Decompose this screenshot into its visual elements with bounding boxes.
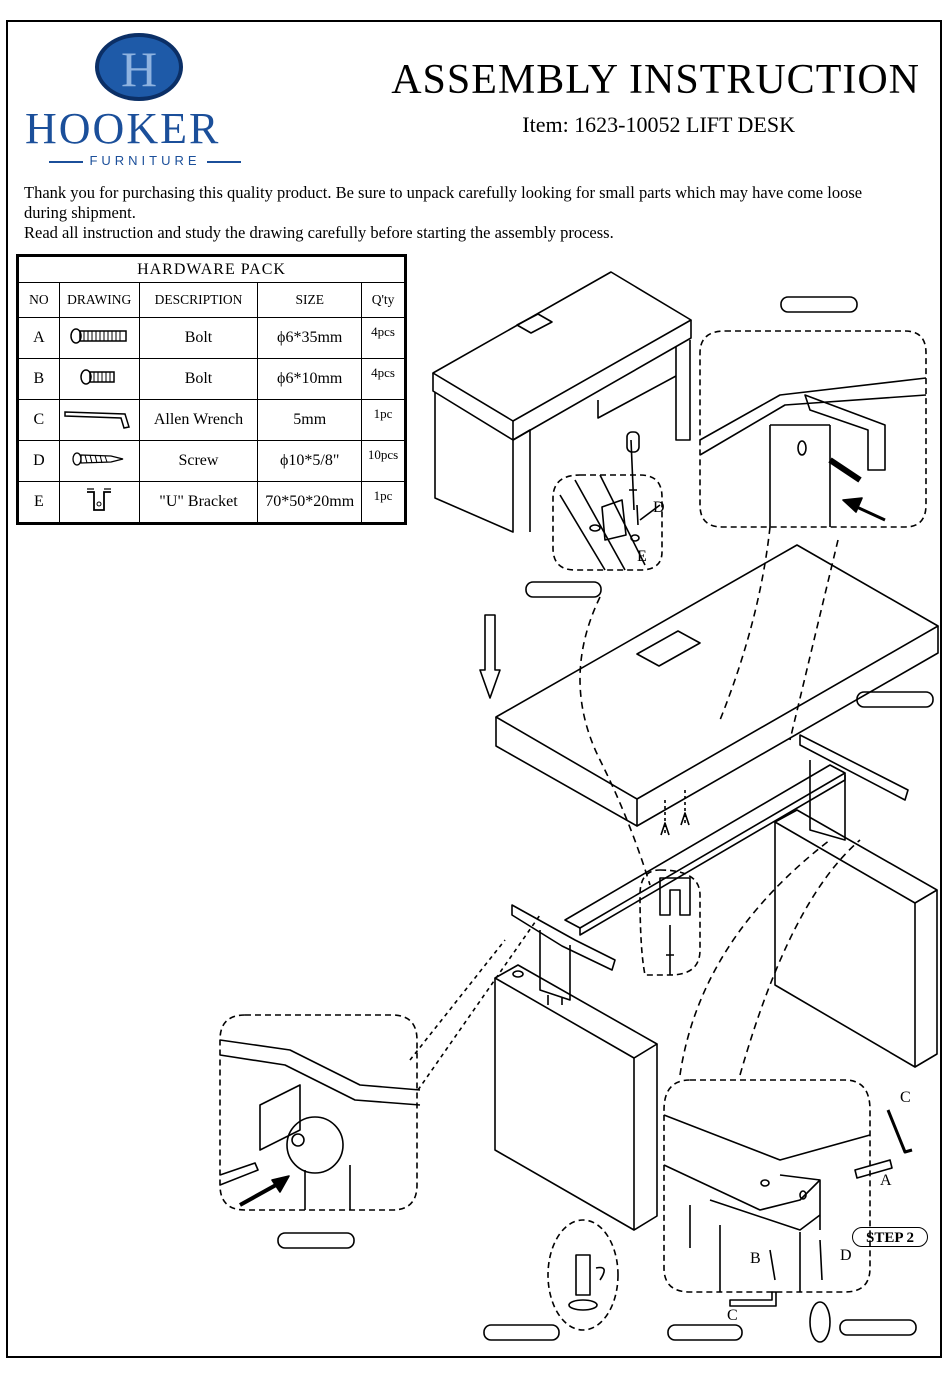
row-size: 70*50*20mm <box>257 481 363 524</box>
callout-d: D <box>653 499 665 516</box>
item-number: Item: 1623-10052 LIFT DESK <box>522 112 795 137</box>
row-no: C <box>17 399 60 441</box>
lift-frame-illustration <box>511 734 909 1005</box>
right-leg-panel <box>774 809 938 1068</box>
callout-c: C <box>900 1089 911 1106</box>
screw-icon <box>58 440 140 482</box>
callout-d: D <box>840 1247 852 1264</box>
table-row: B Bolt ϕ6*10mm 4pcs <box>17 358 406 400</box>
callout-a: A <box>880 1172 892 1189</box>
hooker-furniture-logo: H HOOKER FURNITURE <box>25 33 265 173</box>
row-description: Allen Wrench <box>138 399 259 441</box>
col-description: DESCRIPTION <box>138 282 259 318</box>
callout-e: E <box>637 548 647 565</box>
logo-name: HOOKER <box>25 104 221 153</box>
row-qty: 10pcs <box>361 440 406 482</box>
step-badge: STEP 2 <box>852 1227 928 1247</box>
row-qty: 1pc <box>361 399 406 441</box>
allen-wrench-icon <box>58 399 140 441</box>
desk-top-illustration <box>479 544 939 836</box>
assembled-desk-illustration <box>432 271 692 533</box>
col-drawing: DRAWING <box>58 282 140 318</box>
left-leg-panel <box>494 964 658 1231</box>
bolt-long-icon <box>58 317 140 359</box>
bolt-assembly-detail <box>663 1079 913 1343</box>
intro-paragraph-1: Thank you for purchasing this quality pr… <box>24 183 863 222</box>
row-no: A <box>17 317 60 359</box>
beam-insertion-detail <box>699 330 927 528</box>
page-frame <box>6 20 942 1358</box>
row-size: ϕ10*5/8" <box>257 440 363 482</box>
row-size: ϕ6*35mm <box>257 317 363 359</box>
u-bracket-icon <box>58 481 140 524</box>
callout-b: B <box>750 1250 761 1267</box>
logo-emblem: H <box>95 33 183 101</box>
u-bracket-detail <box>552 431 663 571</box>
middle-bracket-detail <box>639 869 701 976</box>
row-description: Bolt <box>138 358 259 400</box>
table-row: E "U" Bracket 70*50*20mm 1pc <box>17 481 406 524</box>
row-qty: 1pc <box>361 481 406 524</box>
logo-letter: H <box>120 41 158 97</box>
hardware-table: HARDWARE PACK NO DRAWING DESCRIPTION SIZ… <box>16 254 407 525</box>
row-description: Screw <box>138 440 259 482</box>
row-no: B <box>17 358 60 400</box>
col-qty: Q'ty <box>361 282 406 318</box>
leveling-foot-detail <box>547 1219 619 1331</box>
row-description: "U" Bracket <box>138 481 259 524</box>
intro-text: Thank you for purchasing this quality pr… <box>24 183 894 243</box>
intro-paragraph-2: Read all instruction and study the drawi… <box>24 223 614 242</box>
bolt-short-icon <box>58 358 140 400</box>
left-insertion-detail <box>219 1014 421 1211</box>
page-title: ASSEMBLY INSTRUCTION <box>391 57 920 103</box>
row-qty: 4pcs <box>361 358 406 400</box>
row-size: ϕ6*10mm <box>257 358 363 400</box>
table-row: C Allen Wrench 5mm 1pc <box>17 399 406 441</box>
callout-c: C <box>727 1307 738 1324</box>
table-row: D Screw ϕ10*5/8" 10pcs <box>17 440 406 482</box>
logo-sub: FURNITURE <box>25 153 265 168</box>
